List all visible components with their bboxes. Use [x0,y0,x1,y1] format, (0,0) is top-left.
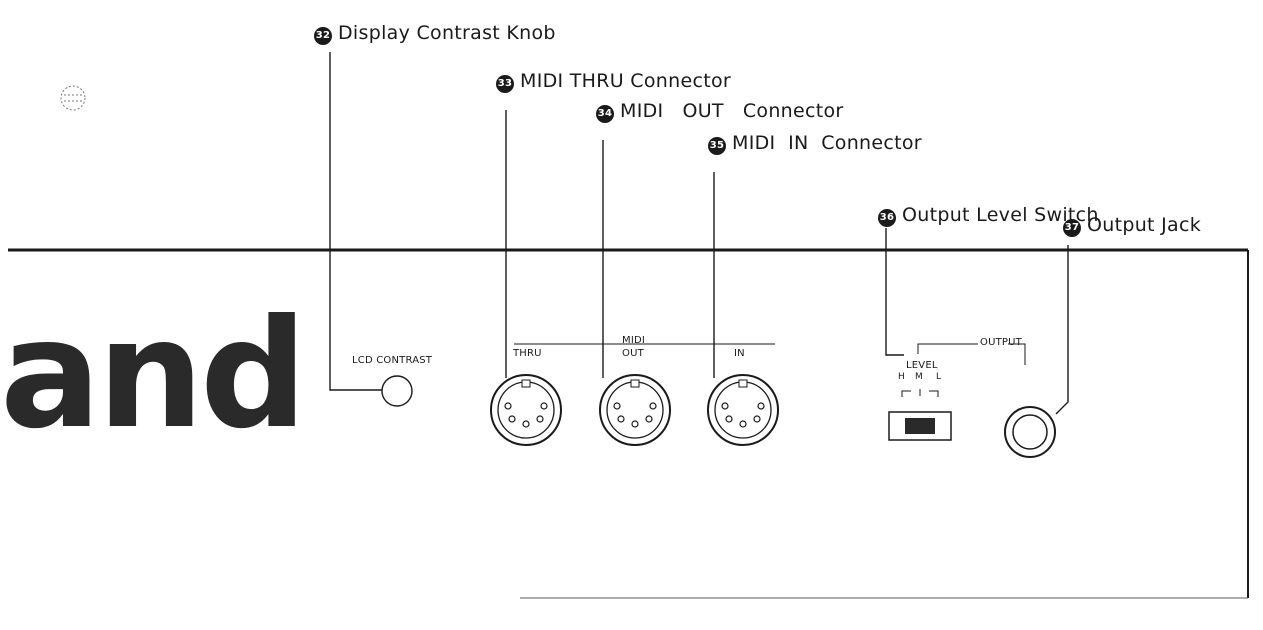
callout-output-jack: 37 Output Jack [1063,214,1201,237]
label-midi: MIDI [622,335,646,346]
label-lcd-contrast: LCD CONTRAST [352,355,433,366]
lcd-contrast-knob [381,375,413,407]
label-level-l: L [936,372,942,382]
output-jack [1004,406,1056,458]
callout-output-level-switch: 36 Output Level Switch [878,204,1099,227]
callout-midi-thru-connector: 33 MIDI THRU Connector [496,70,731,93]
callout-label: MIDI OUT Connector [620,100,844,122]
leader-line-37 [1055,245,1069,415]
callout-number: 36 [878,209,896,227]
callout-number: 35 [708,137,726,155]
label-out: OUT [622,348,644,359]
midi-in-connector [707,374,779,446]
callout-label: Output Level Switch [902,204,1099,226]
callout-label: MIDI THRU Connector [520,70,732,92]
callout-label: MIDI IN Connector [732,132,922,154]
label-thru: THRU [513,348,542,359]
midi-out-connector [599,374,671,446]
leader-line-36 [885,228,904,356]
callout-label: Display Contrast Knob [338,22,556,44]
label-level-h: H [898,372,905,382]
midi-thru-connector [490,374,562,446]
output-bracket-right [1008,343,1026,365]
level-scale-ticks [901,389,939,397]
output-bracket-left [917,343,978,354]
callout-number: 33 [496,75,514,93]
label-level-m: M [915,372,923,382]
label-level: LEVEL [906,360,938,371]
callout-number: 37 [1063,219,1081,237]
decorative-mark [60,85,86,111]
callout-midi-in-connector: 35 MIDI IN Connector [708,132,922,155]
output-level-switch [888,411,952,441]
callout-label: Output Jack [1087,214,1202,236]
label-output: OUTPUT [980,337,1022,348]
callout-midi-out-connector: 34 MIDI OUT Connector [596,100,844,123]
label-in: IN [734,348,745,359]
callout-number: 32 [314,27,332,45]
callout-display-contrast-knob: 32 Display Contrast Knob [314,22,556,45]
leader-line-32 [329,52,382,391]
brand-logo-fragment: and [0,288,307,462]
callout-number: 34 [596,105,614,123]
